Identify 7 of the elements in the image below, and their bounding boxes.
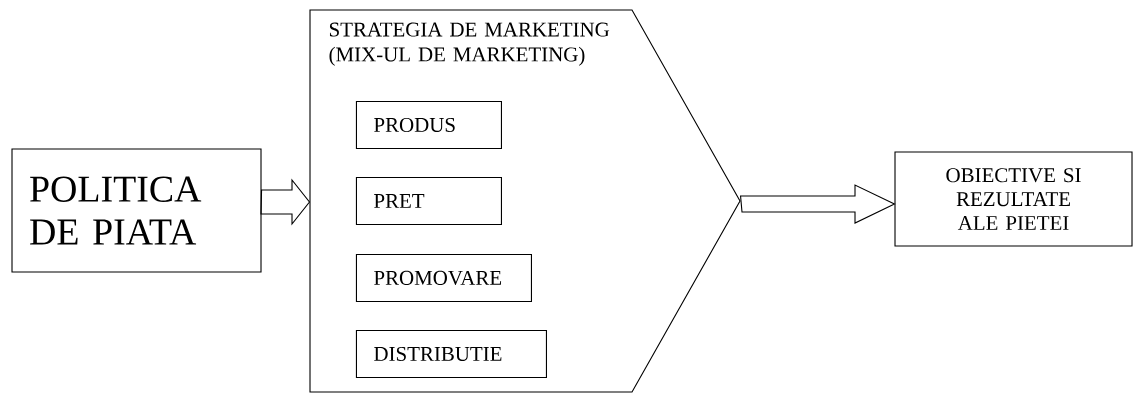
process-box: OBIECTIVE SI REZULTATE ALE PIETEI — [894, 151, 1133, 247]
component-box: PRET — [355, 176, 502, 225]
component-box: PROMOVARE — [355, 253, 532, 302]
component-box: DISTRIBUTIE — [355, 329, 547, 378]
process-box: POLITICA DE PIATA — [11, 148, 262, 273]
component-box: PRODUS — [355, 100, 502, 149]
block-arrow — [260, 178, 311, 226]
